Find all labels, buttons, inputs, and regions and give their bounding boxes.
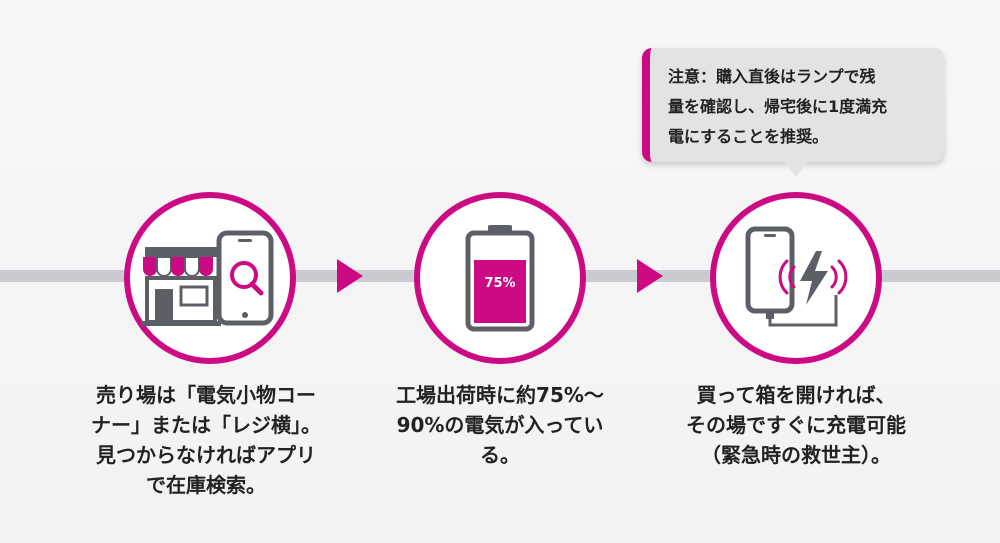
step-3-caption: 買って箱を開ければ、 その場ですぐに充電可能 （緊急時の救世主）。 <box>686 383 906 467</box>
phone-charging-icon <box>745 226 848 327</box>
step-3-circle <box>710 192 882 364</box>
arrow-right-icon <box>637 259 663 293</box>
battery-label: 75% <box>484 276 515 291</box>
step-1-circle <box>124 192 296 364</box>
arrow-right-icon <box>337 259 363 293</box>
note-callout: 注意：購入直後はランプで残 量を確認し、帰宅後に1度満充 電にすることを推奨。 <box>642 48 944 162</box>
step-2-circle: 75% <box>414 192 586 364</box>
step-1-caption: 売り場は「電気小物コー ナー」または「レジ横」。 見つからなければアプリ で在庫… <box>91 383 321 497</box>
store-and-phone-search-icon <box>141 230 274 326</box>
battery-icon: 75% <box>465 225 535 332</box>
battery-level-fill <box>474 260 526 323</box>
step-2-caption: 工場出荷時に約75%～ 90%の電気が入ってい る。 <box>396 383 604 467</box>
note-callout-tail <box>784 161 808 177</box>
